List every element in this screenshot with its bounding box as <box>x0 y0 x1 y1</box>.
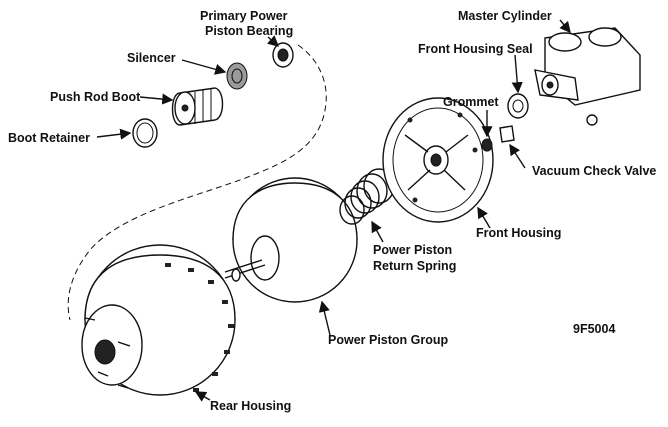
silencer-part <box>226 62 248 90</box>
leader-rear-housing <box>194 391 211 402</box>
primary-power-piston-bearing-part <box>272 42 294 68</box>
label-front-housing-seal: Front Housing Seal <box>418 42 533 56</box>
grommet-part <box>481 138 493 152</box>
label-silencer: Silencer <box>127 51 176 65</box>
leader-front-housing-seal <box>511 54 523 94</box>
label-grommet: Grommet <box>443 95 499 109</box>
push-rod-boot-part <box>171 87 224 126</box>
vacuum-check-valve-part <box>499 125 515 143</box>
leader-boot-retainer <box>96 128 132 140</box>
master-cylinder-part <box>534 27 641 126</box>
leader-primary-power-piston-bearing <box>266 35 280 47</box>
label-front-housing: Front Housing <box>476 226 561 240</box>
label-power-piston: Power Piston <box>373 243 452 257</box>
label-push-rod-boot: Push Rod Boot <box>50 90 141 104</box>
label-vacuum-check-valve: Vacuum Check Valve <box>532 164 656 178</box>
label-power-piston-group: Power Piston Group <box>328 333 449 347</box>
leader-front-housing <box>477 206 491 229</box>
label-piston-bearing: Piston Bearing <box>205 24 293 38</box>
label-rear-housing: Rear Housing <box>210 399 291 413</box>
power-piston-group-part <box>224 177 358 303</box>
leader-push-rod-boot <box>139 93 174 105</box>
label-primary-power: Primary Power <box>200 9 288 23</box>
label-figure-code: 9F5004 <box>573 322 615 336</box>
front-housing-seal-part <box>507 93 529 119</box>
leader-master-cylinder <box>559 19 571 34</box>
leader-vacuum-check-valve <box>509 143 526 169</box>
leader-power-piston-group <box>318 300 331 336</box>
boot-retainer-part <box>132 118 158 148</box>
rear-housing-part <box>81 244 236 396</box>
assembly-dashed-line <box>67 44 327 321</box>
label-return-spring: Return Spring <box>373 259 456 273</box>
label-master-cylinder: Master Cylinder <box>458 9 552 23</box>
front-housing-part <box>382 97 494 223</box>
leader-silencer <box>181 59 227 75</box>
label-boot-retainer: Boot Retainer <box>8 131 90 145</box>
leader-return-spring <box>371 220 384 243</box>
